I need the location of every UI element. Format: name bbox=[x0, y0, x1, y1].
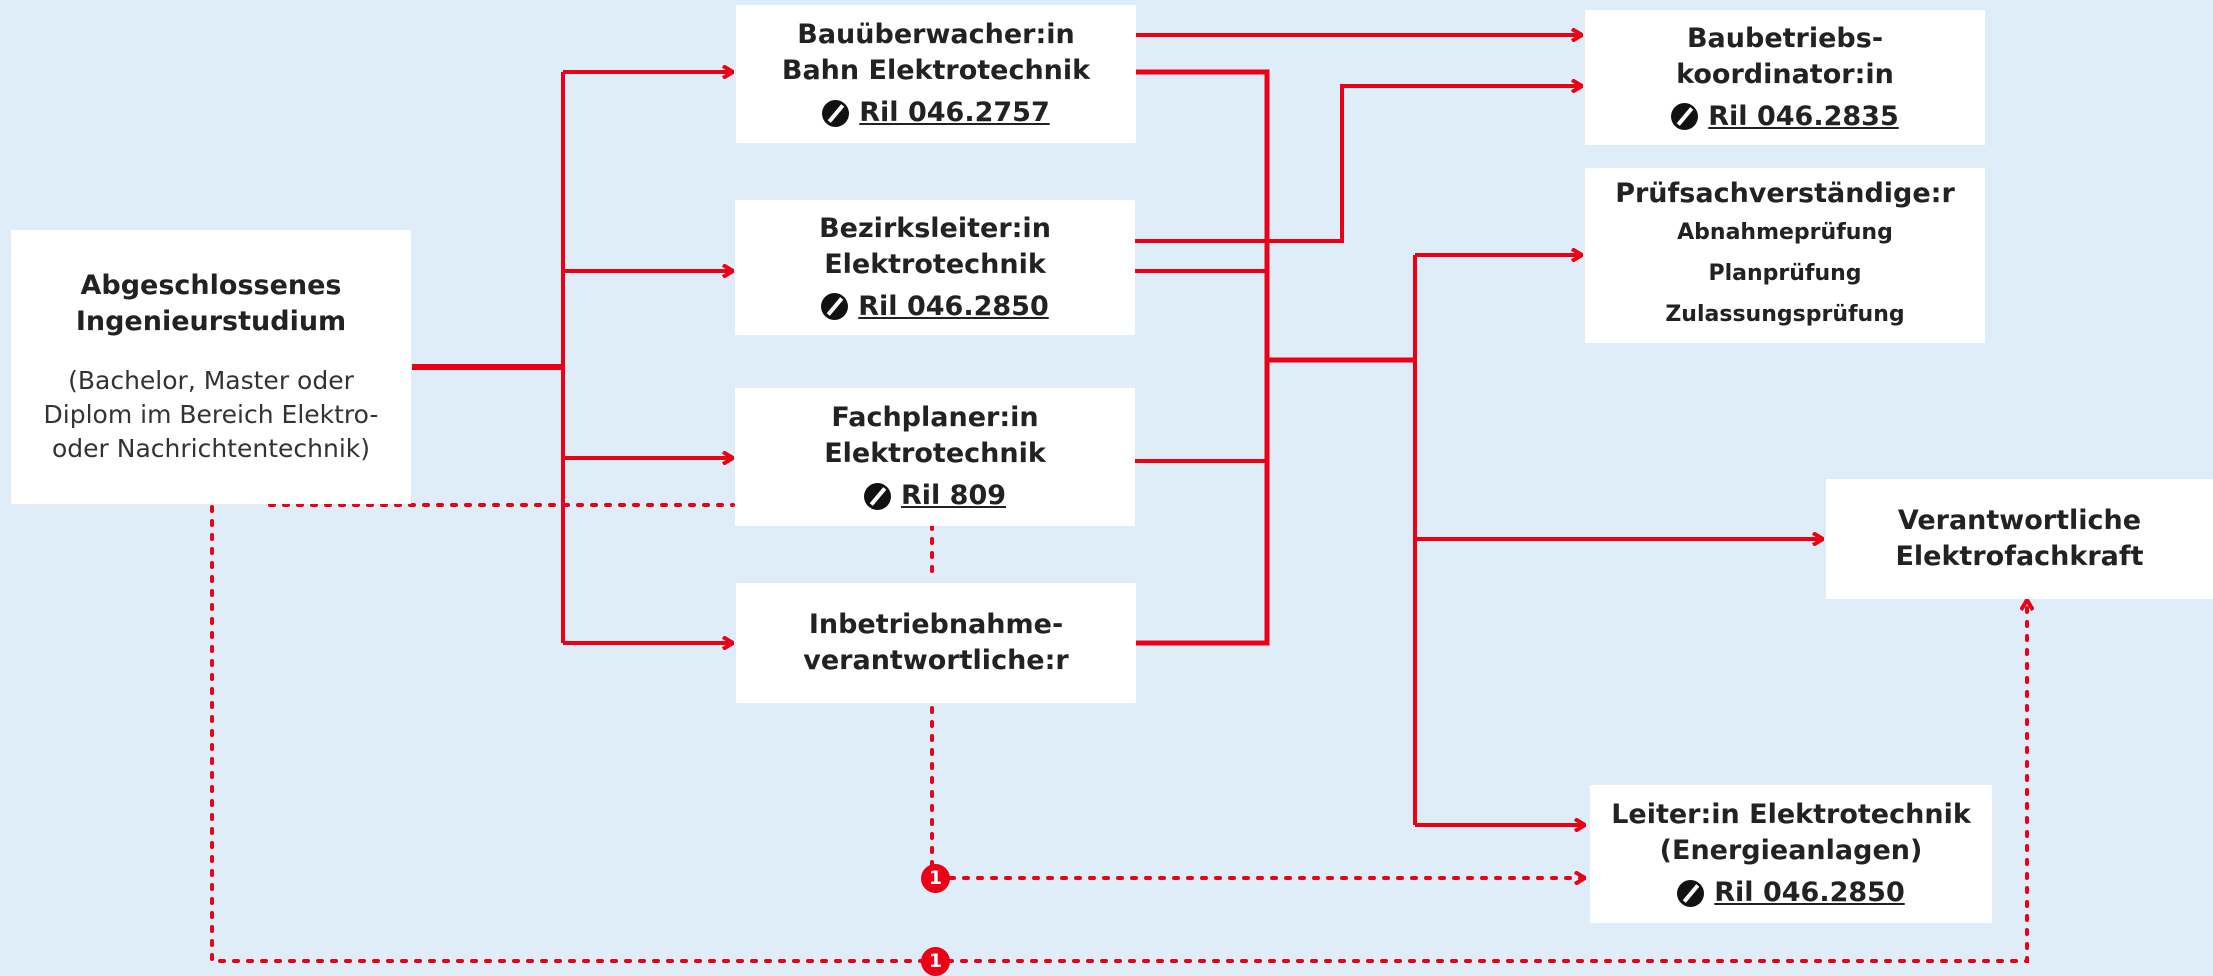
baubetrieb-ref-link[interactable]: Ril 046.2835 bbox=[1708, 100, 1899, 132]
pruef-item-plan: Planprüfung bbox=[1708, 261, 1862, 286]
bauueberwacher-ref-link[interactable]: Ril 046.2757 bbox=[859, 97, 1050, 128]
leiter-title-1: Leiter:in Elektrotechnik bbox=[1611, 799, 1971, 830]
leiter-title-2: (Energieanlagen) bbox=[1659, 835, 1923, 866]
node-vefk: Verantwortliche Elektrofachkraft bbox=[1826, 479, 2213, 599]
inbetriebnahme-title-2: verantwortliche:r bbox=[803, 645, 1069, 676]
inbetriebnahme-title-1: Inbetriebnahme- bbox=[808, 609, 1064, 640]
footnote-badge-1: 1 bbox=[921, 864, 950, 893]
bauueberwacher-title-2: Bahn Elektrotechnik bbox=[781, 55, 1091, 86]
prohibition-dot-icon bbox=[1671, 103, 1699, 130]
prohibition-dot-icon bbox=[1677, 879, 1705, 907]
origin-sub-3: oder Nachrichtentechnik) bbox=[51, 434, 371, 463]
origin-sub-2: Diplom im Bereich Elektro- bbox=[43, 400, 379, 429]
leiter-ref-link[interactable]: Ril 046.2850 bbox=[1714, 877, 1905, 908]
origin-title-1: Abgeschlossenes bbox=[80, 270, 342, 301]
node-inbetriebnahme: Inbetriebnahme- verantwortliche:r bbox=[736, 583, 1136, 703]
vefk-title-2: Elektrofachkraft bbox=[1895, 541, 2144, 572]
fachplaner-ref-link[interactable]: Ril 809 bbox=[900, 480, 1007, 511]
node-pruefsachverstaendige: Prüfsachverständige:r Abnahmeprüfung Pla… bbox=[1585, 168, 1985, 343]
prohibition-dot-icon bbox=[863, 482, 891, 510]
baubetrieb-title-1: Baubetriebs- bbox=[1686, 22, 1884, 54]
bezirksleiter-ref-link[interactable]: Ril 046.2850 bbox=[858, 290, 1049, 322]
bezirksleiter-ref-row: Ril 046.2850 bbox=[821, 289, 1049, 325]
footnote-badge-2: 1 bbox=[921, 947, 950, 976]
pruef-title: Prüfsachverständige:r bbox=[1615, 178, 1955, 209]
fachplaner-title-1: Fachplaner:in bbox=[831, 402, 1039, 433]
bauueberwacher-title-1: Bauüberwacher:in bbox=[797, 19, 1075, 50]
node-leiter: Leiter:in Elektrotechnik (Energieanlagen… bbox=[1590, 785, 1992, 923]
arrow-bez-to-baubetrieb bbox=[1135, 86, 1582, 243]
bezirksleiter-title-1: Bezirksleiter:in bbox=[819, 212, 1051, 244]
vefk-title-1: Verantwortliche bbox=[1897, 505, 2142, 536]
bauueberwacher-ref-row: Ril 046.2757 bbox=[822, 95, 1050, 131]
pruef-item-zulassung: Zulassungsprüfung bbox=[1665, 302, 1905, 327]
leiter-ref-row: Ril 046.2850 bbox=[1677, 875, 1905, 911]
origin-title-2: Ingenieurstudium bbox=[75, 306, 347, 337]
node-bauueberwacher: Bauüberwacher:in Bahn Elektrotechnik Ril… bbox=[736, 5, 1136, 143]
origin-sub-1: (Bachelor, Master oder bbox=[68, 366, 354, 395]
node-origin: Abgeschlossenes Ingenieurstudium (Bachel… bbox=[11, 230, 411, 504]
pruef-item-abnahme: Abnahmeprüfung bbox=[1677, 220, 1893, 245]
dotted-origin-bottom bbox=[210, 505, 2027, 963]
fachplaner-ref-row: Ril 809 bbox=[863, 478, 1007, 514]
baubetrieb-title-2: koordinator:in bbox=[1676, 58, 1894, 90]
prohibition-dot-icon bbox=[822, 99, 850, 127]
node-fachplaner: Fachplaner:in Elektrotechnik Ril 809 bbox=[735, 388, 1135, 526]
bezirksleiter-title-2: Elektrotechnik bbox=[824, 248, 1046, 280]
collector-bau bbox=[1135, 69, 1270, 646]
baubetrieb-ref-row: Ril 046.2835 bbox=[1671, 99, 1899, 135]
fachplaner-title-2: Elektrotechnik bbox=[824, 438, 1046, 469]
prohibition-dot-icon bbox=[821, 293, 849, 320]
node-bezirksleiter: Bezirksleiter:in Elektrotechnik Ril 046.… bbox=[735, 200, 1135, 335]
node-baubetrieb: Baubetriebs- koordinator:in Ril 046.2835 bbox=[1585, 10, 1985, 145]
